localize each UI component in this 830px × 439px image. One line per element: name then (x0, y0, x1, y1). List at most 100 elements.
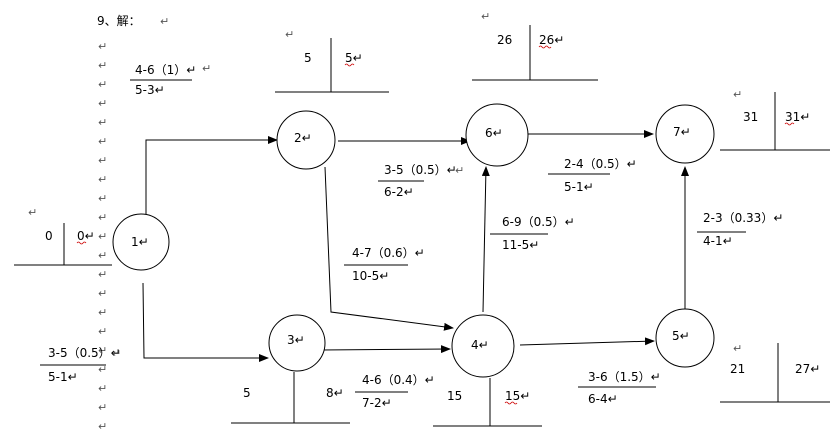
activity-3-4-top: 4-6（0.4）↵ (362, 373, 435, 387)
arrow-1-2 (145, 136, 278, 215)
node-1: 1↵ (112, 213, 170, 271)
activity-2-4-bottom: 10-5↵ (352, 269, 389, 283)
node-4: 4↵ (451, 314, 515, 378)
margin-paragraph-mark: ↵ (98, 344, 107, 357)
time-box-node-3: 5 8↵ (231, 372, 350, 424)
activity-label-3-4: 4-6（0.4）↵ 7-2↵ (355, 373, 435, 410)
activity-1-2-top: 4-6（1）↵ (135, 63, 196, 77)
mark-c: ↵ (481, 10, 490, 23)
margin-paragraph-mark: ↵ (98, 211, 107, 224)
margin-paragraph-mark: ↵ (98, 382, 107, 395)
activity-2-4-top: 4-7（0.6）↵ (352, 246, 425, 260)
margin-paragraph-mark: ↵ (98, 401, 107, 414)
time-early-node-7: 31 (743, 110, 758, 124)
activity-label-1-2: 4-6（1）↵ 5-3↵ (130, 63, 196, 97)
time-late-node-4: 15↵ (505, 389, 530, 403)
activity-label-4-6: 6-9（0.5）↵ 11-5↵ (490, 215, 575, 252)
margin-paragraph-mark: ↵ (98, 249, 107, 262)
mark-e: ↵ (28, 206, 37, 219)
time-early-node-2: 5 (304, 51, 312, 65)
time-early-node-6: 26 (497, 33, 512, 47)
margin-paragraph-mark: ↵ (98, 306, 107, 319)
time-late-node-6: 26↵ (539, 33, 564, 47)
time-box-node-7: 31 31↵ (720, 92, 830, 151)
activity-1-2-bottom: 5-3↵ (135, 83, 165, 97)
margin-paragraph-mark: ↵ (98, 78, 107, 91)
node-2-label: 2↵ (294, 131, 312, 145)
time-box-node-5: 21 27↵ (720, 343, 830, 403)
mark-g: ↵ (112, 347, 121, 360)
margin-paragraph-mark: ↵ (98, 59, 107, 72)
activity-2-6-bottom: 6-2↵ (384, 185, 414, 199)
time-box-node-2: 5 5↵ (275, 38, 389, 93)
activity-2-6-top: 3-5（0.5）↵ (384, 163, 457, 177)
node-5-label: 5↵ (672, 329, 690, 343)
time-late-node-1: 0↵ (77, 229, 95, 243)
arrows (142, 130, 689, 362)
arrow-3-4 (320, 345, 451, 354)
activity-label-5-7: 2-3（0.33）↵ 4-1↵ (697, 211, 783, 248)
time-late-node-7: 31↵ (785, 110, 810, 124)
arrow-4-5 (519, 337, 655, 346)
time-late-node-3: 8↵ (326, 386, 344, 400)
time-box-node-4: 15 15↵ (433, 378, 542, 427)
time-early-node-5: 21 (730, 362, 745, 376)
time-early-node-1: 0 (45, 229, 53, 243)
node-5: 5↵ (655, 308, 715, 368)
activity-1-3-bottom: 5-1↵ (48, 370, 78, 384)
activity-4-6-bottom: 11-5↵ (502, 238, 539, 252)
activity-4-5-bottom: 6-4↵ (588, 392, 618, 406)
activity-label-6-7: 2-4（0.5）↵ 5-1↵ (548, 157, 637, 194)
margin-paragraph-mark: ↵ (98, 116, 107, 129)
margin-paragraph-mark: ↵ (98, 420, 107, 433)
activity-6-7-top: 2-4（0.5）↵ (564, 157, 637, 171)
activity-label-1-3: 3-5（0.5）↵ 5-1↵ (40, 346, 121, 384)
margin-paragraph-mark: ↵ (98, 363, 107, 376)
margin-paragraph-mark: ↵ (98, 40, 107, 53)
time-box-node-6: 26 26↵ (472, 25, 598, 81)
margin-paragraph-mark: ↵ (98, 268, 107, 281)
activity-4-6-top: 6-9（0.5）↵ (502, 215, 575, 229)
arrow-2-4 (324, 166, 454, 331)
margin-paragraph-marks: ↵ ↵ ↵ ↵ ↵ ↵ ↵ ↵ ↵ ↵ ↵ ↵ ↵ ↵ ↵ ↵ ↵ ↵ ↵ ↵ ↵ (98, 40, 107, 433)
heading-mark: ↵ (160, 15, 169, 28)
margin-paragraph-mark: ↵ (98, 135, 107, 148)
activity-5-7-top: 2-3（0.33）↵ (703, 211, 783, 225)
margin-paragraph-mark: ↵ (98, 325, 107, 338)
node-3-label: 3↵ (287, 333, 305, 347)
node-2: 2↵ (276, 110, 336, 170)
activity-3-4-bottom: 7-2↵ (362, 396, 392, 410)
time-early-node-4: 15 (447, 389, 462, 403)
margin-paragraph-mark: ↵ (98, 173, 107, 186)
margin-paragraph-mark: ↵ (98, 192, 107, 205)
margin-paragraph-mark: ↵ (98, 97, 107, 110)
activity-label-2-6: 3-5（0.5）↵ 6-2↵ (378, 163, 457, 199)
margin-paragraph-mark: ↵ (98, 287, 107, 300)
node-3: 3↵ (268, 314, 326, 372)
activity-6-7-bottom: 5-1↵ (564, 180, 594, 194)
mark-b: ↵ (285, 28, 294, 41)
activity-label-4-5: 3-6（1.5）↵ 6-4↵ (578, 370, 661, 406)
node-6: 6↵ (465, 103, 529, 167)
time-late-node-2: 5↵ (345, 51, 363, 65)
margin-paragraph-mark: ↵ (98, 154, 107, 167)
time-early-node-3: 5 (243, 386, 251, 400)
time-box-node-1: 0 0↵ (14, 223, 112, 266)
margin-paragraph-mark: ↵ (98, 230, 107, 243)
activity-label-2-4: 4-7（0.6）↵ 10-5↵ (344, 246, 425, 283)
arrow-4-6 (481, 166, 490, 313)
node-4-label: 4↵ (471, 338, 489, 352)
time-late-node-5: 27↵ (795, 362, 820, 376)
node-7: 7↵ (655, 104, 715, 164)
node-7-label: 7↵ (673, 125, 691, 139)
node-6-label: 6↵ (485, 126, 503, 140)
activity-4-5-top: 3-6（1.5）↵ (588, 370, 661, 384)
mark-h: ↵ (455, 164, 464, 177)
arrow-1-3 (142, 282, 269, 362)
mark-d: ↵ (733, 88, 742, 101)
mark-f: ↵ (733, 342, 742, 355)
node-1-label: 1↵ (131, 235, 149, 249)
heading: 9、解： (97, 14, 141, 28)
